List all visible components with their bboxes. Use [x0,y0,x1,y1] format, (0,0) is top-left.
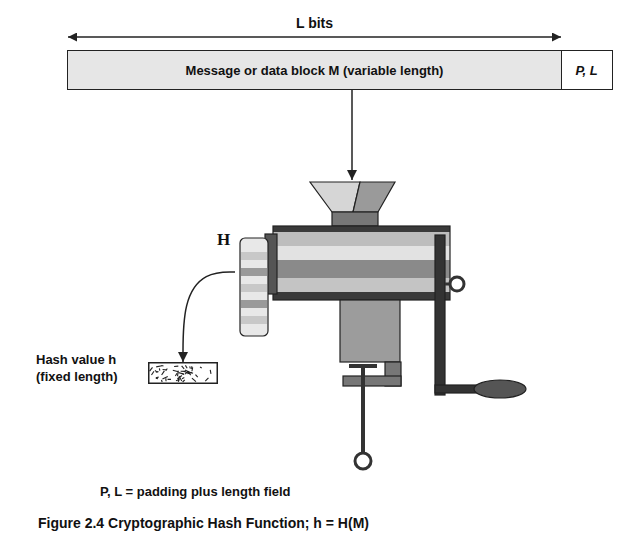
texture-mark [182,366,185,369]
texture-mark [159,368,160,370]
length-dimension: L bits [296,15,333,31]
texture-mark [175,373,177,376]
texture-mark [176,380,179,381]
clamp-block [340,300,400,362]
hash-box [149,363,218,384]
body-band [273,260,450,278]
texture-mark [184,371,189,373]
texture-mark [200,366,202,368]
texture-mark [174,366,178,367]
cap-ridge [241,284,267,292]
hash-texture [148,362,218,384]
flow-arrow [351,90,353,180]
body-band [273,226,450,232]
texture-mark [192,378,196,382]
texture-mark [155,370,157,372]
crank-grip [474,380,526,398]
texture-mark [151,371,153,375]
cap-ridge [241,268,267,276]
clamp-screw [361,366,365,453]
crank-knob [450,277,464,291]
texture-mark [150,367,153,371]
body-band [273,232,450,246]
texture-mark [162,371,165,375]
texture-mark [173,370,179,371]
meat-grinder-illustration [235,180,535,475]
screw-loop [355,453,371,469]
caption-holder: Figure 2.4 Cryptographic Hash Function; … [38,514,628,532]
texture-mark [177,371,179,377]
texture-mark [185,365,187,368]
hopper-neck [332,212,378,226]
clamp-pad [349,364,377,368]
flow-arrow [183,272,235,362]
node-text: Hash value h (fixed length) [36,352,136,386]
hash-value-block: Hash value h (fixed length) [148,362,218,384]
node-text: P, L [575,63,597,78]
hopper-front [310,182,360,212]
texture-mark [165,378,166,381]
hash-function-grinder: H [235,180,535,475]
texture-mark [182,377,184,378]
label-holder: L bits [67,14,562,32]
body-band [273,292,450,300]
cap-ridge [241,300,267,308]
message-block: Message or data block M (variable length… [67,50,562,90]
texture-mark [191,367,193,371]
texture-mark [156,378,158,380]
texture-mark [161,380,163,382]
texture-mark [168,379,171,380]
texture-mark [210,370,212,374]
texture-mark [161,365,163,367]
texture-mark [183,380,185,382]
node-text: Message or data block M (variable length… [186,63,444,78]
texture-mark [156,371,159,372]
dimension-arrow [68,36,561,38]
body-band [273,278,450,292]
texture-mark [178,373,183,374]
texture-mark [189,366,191,368]
texture-mark [163,369,167,371]
texture-mark [156,376,159,378]
function-label: H [217,230,230,250]
texture-mark [162,376,167,379]
crank-bar [435,235,445,395]
texture-mark [188,372,193,373]
texture-mark [156,366,162,367]
clamp-arm [343,376,401,386]
texture-mark [195,375,197,378]
figure-caption: Figure 2.4 Cryptographic Hash Function; … [38,515,369,531]
crank-arm [435,385,477,393]
padding-length-field: P, L [561,50,613,90]
cap-ridge [241,316,267,324]
texture-mark [177,376,181,380]
body-band [273,246,450,260]
end-cap [240,238,268,336]
cap-ridge [241,252,267,260]
texture-mark [205,378,208,381]
label-holder: P, L = padding plus length field [100,482,460,500]
body-outline [273,226,450,300]
hopper-side [353,182,395,212]
legend-note: P, L = padding plus length field [100,484,291,499]
